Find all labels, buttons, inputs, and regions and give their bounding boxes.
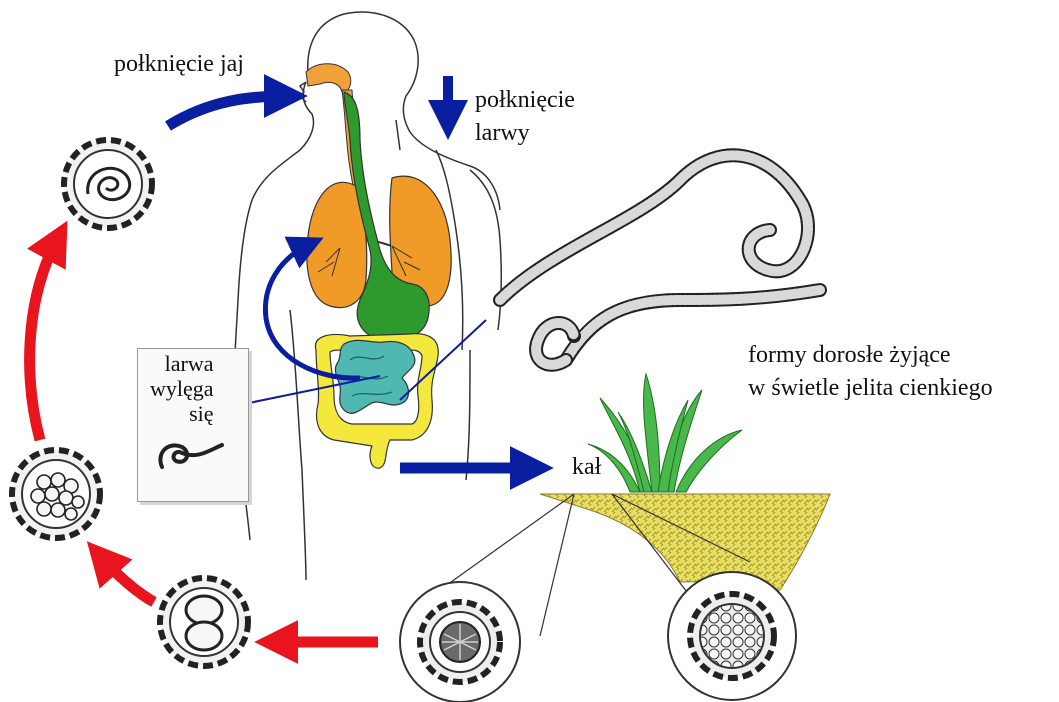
label-swallow-larvae-line2: larwy — [475, 117, 575, 150]
hatched-larva-icon — [138, 349, 248, 501]
egg-one-cell-icon — [400, 582, 520, 702]
egg-with-larva-icon — [64, 140, 152, 228]
egg-multicell-icon — [12, 450, 100, 538]
egg-unembryonated-icon — [668, 572, 796, 700]
label-adult-forms-line1: formy dorosłe żyjące — [748, 339, 993, 372]
label-swallow-eggs: połknięcie jaj — [114, 49, 244, 79]
arrow-to-mouth — [168, 96, 288, 126]
label-feces: kał — [572, 452, 601, 482]
grass-icon — [588, 374, 742, 492]
arrow-two-cell-to-multicell — [100, 556, 154, 602]
adult-roundworm-icon — [500, 155, 820, 364]
arrow-multicell-to-larva — [30, 238, 58, 440]
label-adult-forms: formy dorosłe żyjące w świetle jelita ci… — [748, 339, 993, 405]
label-adult-forms-line2: w świetle jelita cienkiego — [748, 372, 993, 405]
label-swallow-larvae-line1: połknięcie — [475, 84, 575, 117]
soil-icon — [540, 494, 830, 590]
larva-hatch-box: larwa wylęga się — [137, 348, 249, 502]
label-swallow-larvae: połknięcie larwy — [475, 84, 575, 150]
egg-two-cell-icon — [160, 578, 248, 666]
